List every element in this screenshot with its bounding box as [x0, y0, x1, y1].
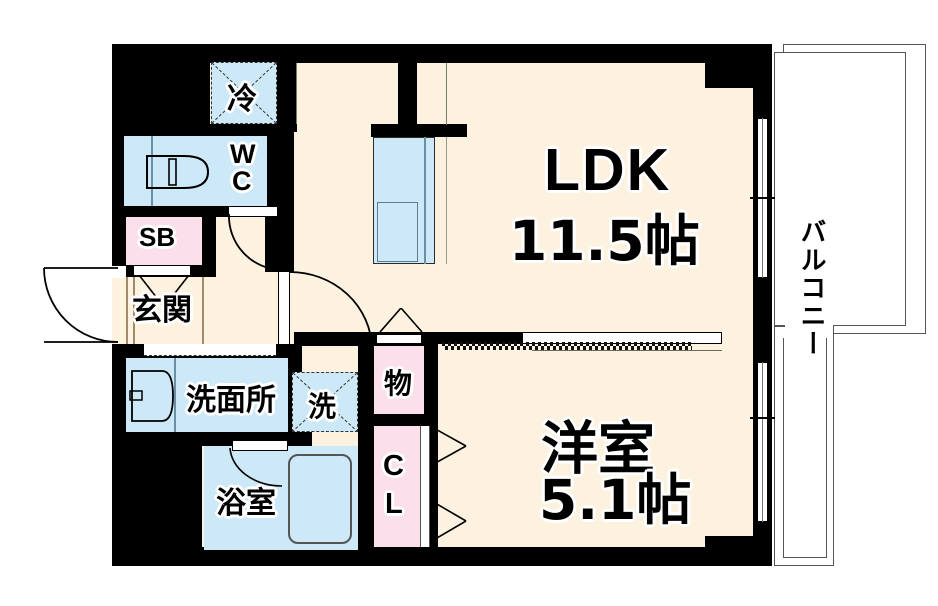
- kitchen-hood-wall: [371, 124, 467, 137]
- toilet-bowl-icon: [146, 155, 210, 189]
- interior-wall-storage-divider: [374, 414, 438, 426]
- entrance-door-swing-icon[interactable]: [42, 266, 120, 344]
- refrigerator-label: 冷: [227, 82, 257, 117]
- hall-floor-edge-line: [296, 63, 298, 124]
- closet-label-c: C: [383, 450, 404, 482]
- wall-block-bottom-right-notch: [705, 536, 772, 566]
- wc-door-swing-arc: [228, 214, 282, 271]
- interior-wall-bath-right: [358, 344, 374, 566]
- partition-track-line: [532, 350, 722, 352]
- kitchen-counter-seam: [424, 137, 426, 264]
- storage-label: 物: [384, 367, 413, 400]
- wc-label-c: C: [232, 166, 252, 196]
- shoe-box-door-sill: [133, 265, 191, 276]
- balcony-label: バルコニー: [796, 218, 826, 358]
- wall-block-bottom-left: [112, 440, 202, 566]
- bath-tub: [288, 454, 352, 544]
- exterior-void-bottom: [0, 566, 938, 606]
- balcony-sliding-door-lower-mullion: [762, 362, 764, 522]
- refrigerator-space: [211, 62, 277, 124]
- interior-wall-wc-top: [112, 124, 277, 136]
- balcony-seam-cover-2: [776, 328, 832, 338]
- wc-label-w: W: [230, 139, 256, 169]
- washer-space: [292, 372, 358, 432]
- storage-door-sill: [376, 334, 422, 344]
- storage-fill: [374, 346, 424, 414]
- room-size-label: 5.1帖: [539, 468, 692, 532]
- interior-wall-kitchen-vertical: [398, 44, 417, 132]
- room-name-label: 洋室: [541, 416, 655, 482]
- wall-block-top-fridge-right: [277, 44, 297, 132]
- ldk-size-label: 11.5帖: [509, 209, 700, 273]
- hall-ldk-door-swing-icon[interactable]: [290, 270, 376, 350]
- entrance-label: 玄関: [132, 293, 192, 328]
- closet-door-panel: [420, 426, 430, 547]
- washroom-vanity-divider: [174, 358, 176, 432]
- hall-ldk-door-leaf: [278, 272, 290, 344]
- ldk-name-label: LDK: [544, 137, 672, 203]
- partition-hatch-pattern: [442, 342, 692, 351]
- shoe-box-fill: [126, 217, 202, 265]
- vanity-sink-icon: [129, 370, 174, 422]
- exterior-void-top: [0, 0, 938, 44]
- bathroom-label: 浴室: [216, 486, 276, 521]
- entrance-door-leaf: [112, 266, 126, 278]
- washer-label: 洗: [308, 390, 337, 423]
- ldk-kitchen-recess-line: [446, 63, 448, 125]
- entrance-shoe-arrow-icon: [138, 275, 190, 308]
- interior-wall-sb-left: [112, 205, 126, 277]
- balcony-outline-inner-upper: [774, 52, 906, 326]
- wall-block-top-left: [112, 44, 210, 132]
- closet-fill: [374, 426, 420, 547]
- bathroom-door-swing-icon[interactable]: [228, 448, 286, 488]
- interior-wall-wc-bottom: [112, 205, 228, 217]
- wall-block-top-right-notch: [705, 44, 772, 88]
- washer-cross-icon: [293, 373, 357, 431]
- interior-wall-hall-ldk: [278, 124, 294, 272]
- closet-folding-door-upper-icon[interactable]: [430, 426, 468, 468]
- kitchen-sink-basin: [377, 202, 418, 262]
- kitchen-counter-right-edge: [446, 137, 448, 264]
- balcony-sliding-door-upper-center-mark: [750, 197, 775, 199]
- washroom-door-sill: [144, 344, 276, 356]
- closet-folding-door-lower-icon[interactable]: [430, 500, 468, 544]
- entrance-step-line: [126, 277, 128, 344]
- bathroom-door-sill: [232, 440, 288, 451]
- outer-wall-bottom: [112, 547, 772, 566]
- entrance-step-line-2: [133, 277, 135, 344]
- wc-door-sill: [228, 206, 278, 217]
- toilet-tank-divider: [151, 136, 153, 206]
- exterior-void-left-lower: [0, 344, 118, 606]
- interior-wall-sb-right: [202, 205, 216, 277]
- interior-wall-wc-right: [265, 124, 279, 272]
- closet-label-l: L: [385, 488, 403, 520]
- balcony-outline-lower-inner: [783, 334, 827, 558]
- shoe-box-label: SB: [139, 222, 176, 252]
- entrance-right-edge: [202, 277, 204, 344]
- balcony-sliding-door-lower-center-mark: [750, 417, 775, 419]
- washroom-label: 洗面所: [186, 383, 276, 418]
- outer-wall-top: [112, 44, 772, 63]
- exterior-void-left-upper: [0, 0, 118, 268]
- storage-door-arrow-icon: [379, 308, 423, 333]
